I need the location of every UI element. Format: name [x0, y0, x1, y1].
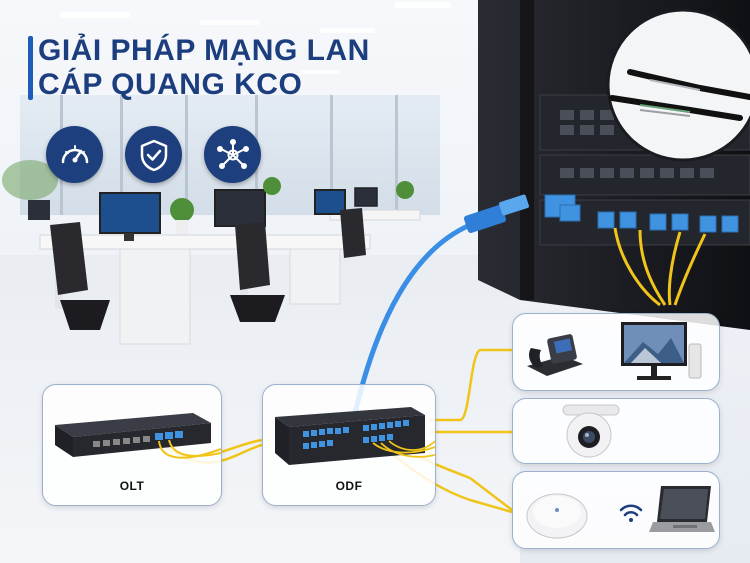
olt-label: OLT: [119, 479, 145, 493]
laptop-icon: [649, 486, 715, 532]
device-panel-ap-laptop: [512, 471, 720, 549]
odf-panel: ODF: [262, 384, 436, 506]
wireless-access-point-icon: [526, 493, 588, 539]
ip-phone-icon: [527, 334, 583, 376]
odf-device: [275, 407, 436, 465]
feature-icon-row: [46, 126, 261, 183]
title-accent-bar: [28, 36, 33, 100]
title-line-1: GIẢI PHÁP MẠNG LAN: [38, 34, 370, 67]
odf-label: ODF: [335, 479, 363, 493]
network-nodes-icon: [204, 126, 261, 183]
cable-inset: [606, 8, 750, 162]
monitor-icon: [621, 322, 702, 380]
shield-check-icon: [125, 126, 182, 183]
office-desks: [28, 177, 421, 345]
security-camera-icon: [562, 404, 620, 458]
page-title: GIẢI PHÁP MẠNG LAN CÁP QUANG KCO: [38, 34, 370, 102]
olt-device: [55, 413, 222, 459]
title-line-2: CÁP QUANG KCO: [38, 68, 303, 101]
device-panel-phone-monitor: [512, 313, 720, 391]
device-panel-camera: [512, 398, 720, 464]
speedometer-icon: [46, 126, 103, 183]
blue-connector: [463, 194, 529, 233]
olt-panel: OLT: [42, 384, 222, 506]
wifi-icon: [619, 504, 643, 522]
